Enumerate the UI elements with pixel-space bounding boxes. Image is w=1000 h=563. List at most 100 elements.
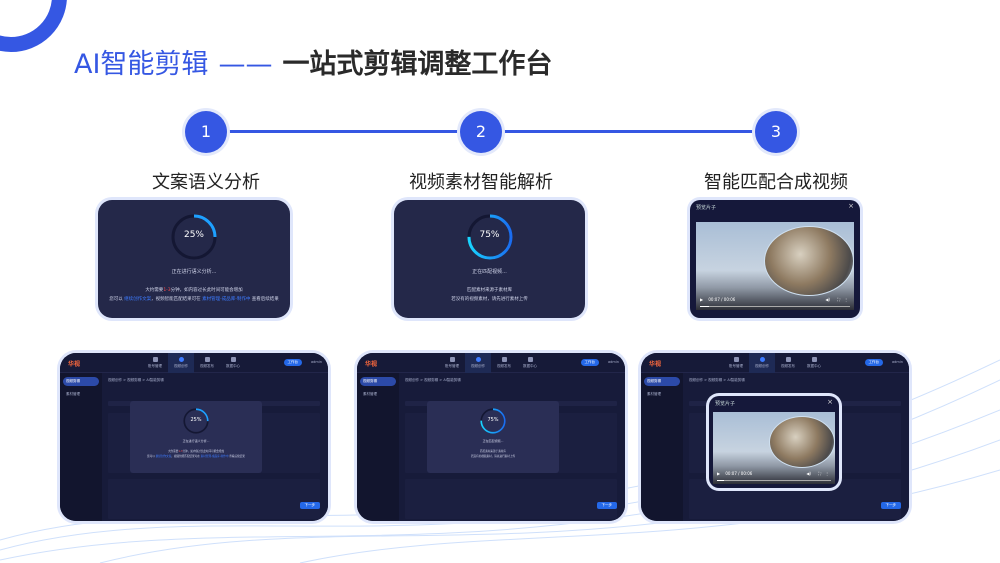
title-dash: —— xyxy=(218,49,273,80)
play-icon[interactable]: ▶ xyxy=(700,297,704,302)
close-icon[interactable]: × xyxy=(827,398,833,406)
page-title: AI智能剪辑——一站式剪辑调整工作台 xyxy=(74,42,552,81)
step-2-label: 视频素材智能解析 xyxy=(409,172,553,193)
sidebar-item-video-edit[interactable]: 视频剪辑 xyxy=(644,377,680,386)
volume-icon[interactable]: ◀) xyxy=(825,297,830,302)
sidebar-item-video-edit[interactable]: 视频剪辑 xyxy=(63,377,99,386)
close-icon[interactable]: × xyxy=(848,202,854,210)
user-menu[interactable]: admin xyxy=(311,360,322,364)
next-button[interactable]: 下一步 xyxy=(596,502,617,509)
content-list xyxy=(108,479,320,519)
progress-percent: 25% xyxy=(190,417,202,423)
info-text-part: ，视频智能匹配结果可在 xyxy=(171,455,200,458)
nav-tab-label: 账号管理 xyxy=(148,364,162,368)
video-player[interactable]: ▶ 00:07 / 00:06 ◀) ⛶ ⋮ xyxy=(713,412,835,484)
nav-tab-account[interactable]: 账号管理 xyxy=(439,357,465,369)
nav-tab-label: 视频发布 xyxy=(781,364,795,368)
sidebar-item-materials[interactable]: 素材管理 xyxy=(647,392,661,396)
info-text-part: 大约需要 xyxy=(145,288,164,293)
play-icon[interactable]: ▶ xyxy=(717,471,721,476)
nav-tab-create[interactable]: 视频创作 xyxy=(465,353,491,373)
nav-tab-create[interactable]: 视频创作 xyxy=(749,353,775,373)
info-line: 若没有的视频素材，请先进行素材上传 xyxy=(451,297,528,302)
nav-tab-label: 视频发布 xyxy=(200,364,214,368)
info-text-part: 分钟，如内容过长此时间可能会增加 xyxy=(170,288,243,293)
status-text: 正在进行语义分析... xyxy=(182,439,210,443)
video-frame-bubble xyxy=(769,416,835,468)
nav-tab-label: 视频创作 xyxy=(174,364,188,368)
duration-highlight: 1-3 xyxy=(163,288,171,293)
volume-icon[interactable]: ◀) xyxy=(806,471,811,476)
info-text-part: 您可以 xyxy=(147,455,155,458)
app-sidebar: 视频剪辑 素材管理 xyxy=(641,373,683,521)
info-text: 匹配素材来源于素材库 若没有的视频素材，请先进行素材上传 xyxy=(427,449,559,459)
nav-tab-publish[interactable]: 视频发布 xyxy=(491,357,517,369)
workbench-button[interactable]: 工作台 xyxy=(580,359,599,366)
nav-tab-data[interactable]: 数据中心 xyxy=(517,357,543,369)
breadcrumb: 视频创作 > 视频剪辑 > AI智能剪辑 xyxy=(108,378,164,382)
workbench-button[interactable]: 工作台 xyxy=(283,359,302,366)
video-frame-bubble xyxy=(764,226,854,296)
app-topbar: 华视 账号管理 视频创作 视频发布 数据中心 工作台 admin xyxy=(357,353,625,373)
user-menu[interactable]: admin xyxy=(608,360,619,364)
nav-tab-create[interactable]: 视频创作 xyxy=(168,353,194,373)
nav-tab-label: 数据中心 xyxy=(807,364,821,368)
info-text-part: ，视频智能匹配结果可在 xyxy=(151,297,201,302)
send-icon xyxy=(785,357,791,362)
step-3-circle: 3 xyxy=(755,111,797,153)
video-progress-bar[interactable] xyxy=(700,306,850,307)
nav-tab-data[interactable]: 数据中心 xyxy=(801,357,827,369)
video-time: 00:07 / 00:06 xyxy=(725,471,753,476)
info-text: 匹配素材来源于素材库 若没有的视频素材，请先进行素材上传 xyxy=(394,286,585,304)
fullscreen-icon[interactable]: ⛶ xyxy=(818,471,821,476)
video-parsing-card-mini: 75% 正在匹配视频... 匹配素材来源于素材库 若没有的视频素材，请先进行素材… xyxy=(427,401,559,473)
more-icon[interactable]: ⋮ xyxy=(844,297,848,302)
app-logo: 华视 xyxy=(365,361,378,368)
nav-tab-account[interactable]: 账号管理 xyxy=(723,357,749,369)
video-player[interactable]: ▶ 00:07 / 00:06 ◀) ⛶ ⋮ xyxy=(696,222,854,310)
progress-ring xyxy=(183,408,209,434)
user-menu[interactable]: admin xyxy=(892,360,903,364)
nav-tab-publish[interactable]: 视频发布 xyxy=(194,357,220,369)
material-library-link[interactable]: 素材管理-成品库-制作中 xyxy=(200,455,229,458)
material-library-link[interactable]: 素材管理-成品库-制作中 xyxy=(202,297,251,302)
dialog-title: 预览片子 xyxy=(715,401,736,407)
info-text-part: 分钟，如内容过长此时间可能会增加 xyxy=(182,450,225,453)
send-icon xyxy=(501,357,507,362)
next-button[interactable]: 下一步 xyxy=(299,502,320,509)
status-text: 正在匹配视频... xyxy=(472,269,507,275)
nav-tab-data[interactable]: 数据中心 xyxy=(220,357,246,369)
video-progress-fill xyxy=(700,306,709,307)
info-text: 大约需要1-3分钟，如内容过长此时间可能会增加 您可以 继续创作文案，视频智能匹… xyxy=(98,286,290,304)
more-icon[interactable]: ⋮ xyxy=(825,471,829,476)
user-icon xyxy=(733,357,739,362)
dialog-title: 预览片子 xyxy=(696,205,717,211)
sidebar-item-materials[interactable]: 素材管理 xyxy=(66,392,80,396)
nav-tab-label: 数据中心 xyxy=(523,364,537,368)
app-logo: 华视 xyxy=(649,361,662,368)
nav-tab-account[interactable]: 账号管理 xyxy=(142,357,168,369)
sidebar-item-video-edit[interactable]: 视频剪辑 xyxy=(360,377,396,386)
workbench-button[interactable]: 工作台 xyxy=(864,359,883,366)
nav-tab-label: 视频创作 xyxy=(471,364,485,368)
app-topbar: 华视 账号管理 视频创作 视频发布 数据中心 工作台 admin xyxy=(60,353,328,373)
send-icon xyxy=(204,357,210,362)
video-preview-dialog-mini: 预览片子 × ▶ 00:07 / 00:06 ◀) ⛶ ⋮ xyxy=(709,396,839,488)
nav-tab-publish[interactable]: 视频发布 xyxy=(775,357,801,369)
content-list xyxy=(405,479,617,519)
continue-writing-link[interactable]: 继续创作文案 xyxy=(124,297,152,302)
nav-tab-label: 数据中心 xyxy=(226,364,240,368)
next-button[interactable]: 下一步 xyxy=(880,502,901,509)
semantic-analysis-card-mini: 25% 正在进行语义分析... 大约需要1-3分钟，如内容过长此时间可能会增加 … xyxy=(130,401,262,473)
progress-percent: 25% xyxy=(183,230,204,240)
sidebar-item-materials[interactable]: 素材管理 xyxy=(363,392,377,396)
video-progress-fill xyxy=(717,480,724,481)
title-main: 一站式剪辑调整工作台 xyxy=(282,49,553,80)
video-progress-bar[interactable] xyxy=(717,480,831,481)
fullscreen-icon[interactable]: ⛶ xyxy=(837,297,840,302)
progress-ring xyxy=(480,408,506,434)
video-icon xyxy=(475,357,481,362)
chart-icon xyxy=(527,357,533,362)
nav-tab-label: 账号管理 xyxy=(445,364,459,368)
continue-writing-link[interactable]: 继续创作文案 xyxy=(155,455,172,458)
